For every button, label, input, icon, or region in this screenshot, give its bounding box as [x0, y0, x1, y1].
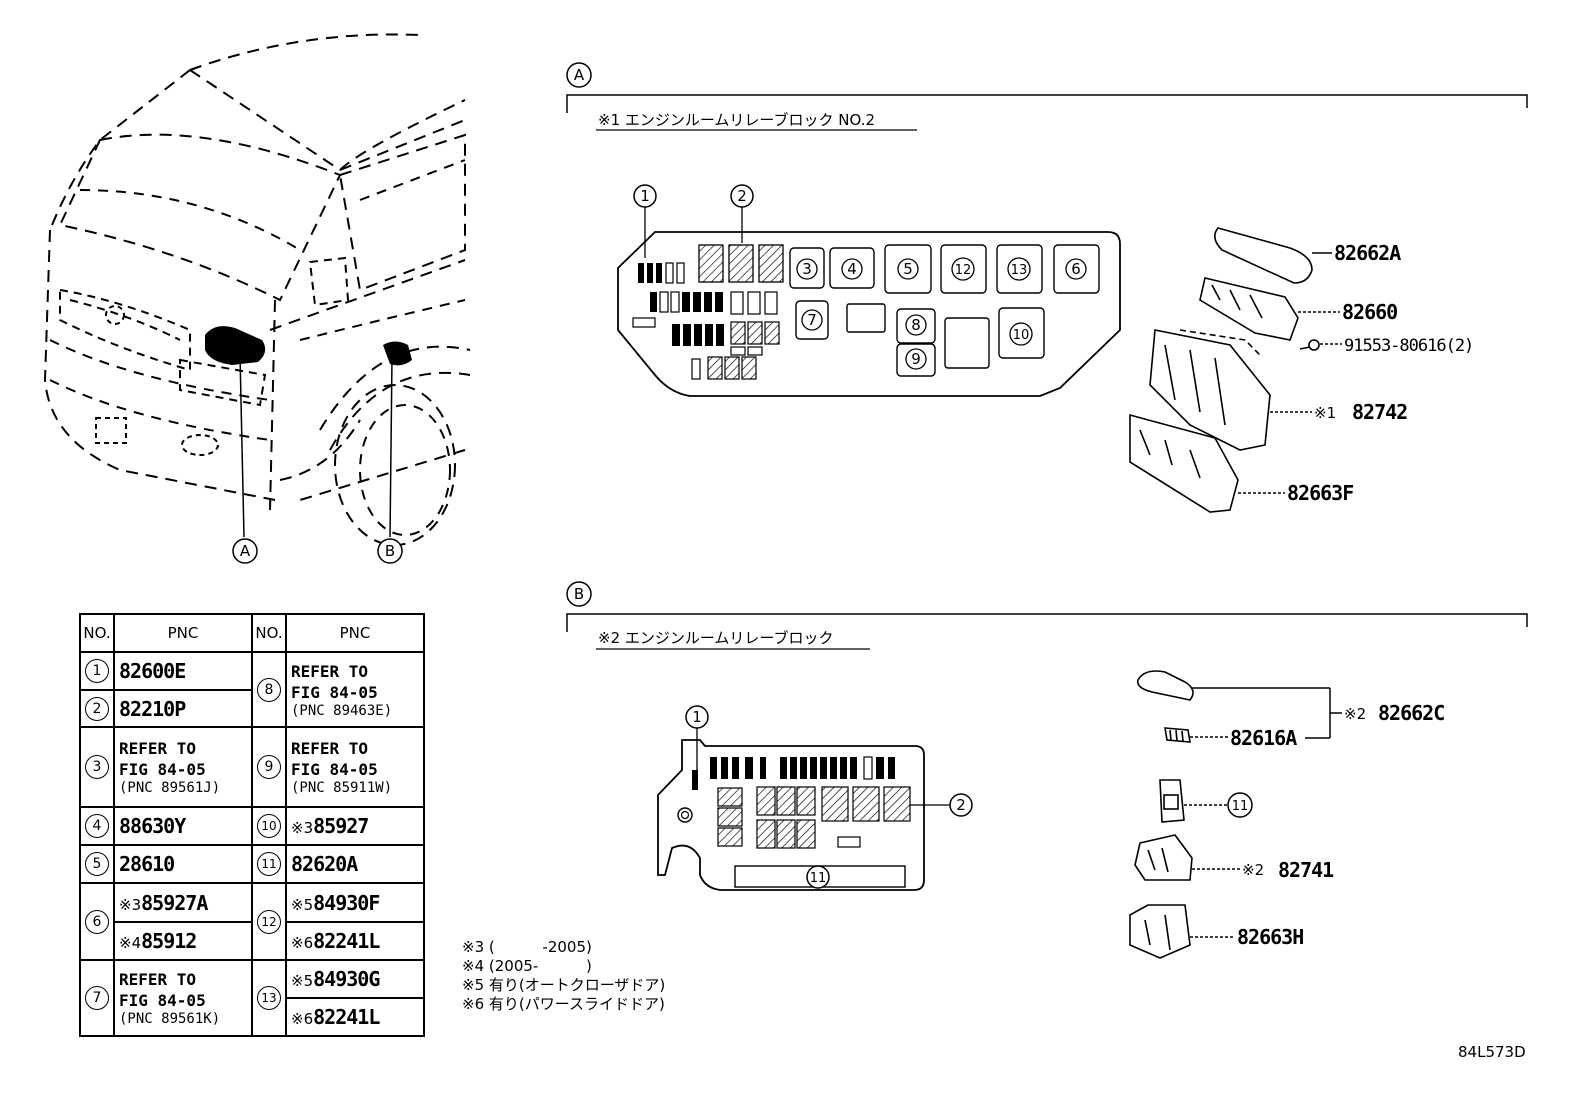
section-b-parts — [1129, 670, 1194, 959]
table-row: ※485912 ※682241L — [80, 921, 425, 961]
relay-11 — [1159, 779, 1185, 823]
holder-82741 — [1134, 834, 1193, 881]
svg-text:1: 1 — [640, 187, 650, 205]
figure-code: 84L573D — [1458, 1043, 1526, 1061]
svg-text:B: B — [385, 542, 395, 560]
part-82662c-label: 82662C — [1378, 701, 1444, 725]
table-row: 5 28610 11 82620A — [79, 844, 425, 884]
svg-text:2: 2 — [956, 796, 966, 814]
vehicle-illustration — [43, 33, 471, 546]
slot-10: 10 — [998, 307, 1045, 359]
relay-block-a: 1 2 — [617, 184, 1121, 397]
svg-text:B: B — [574, 585, 584, 603]
footnote-6: ※6 有り(パワースライドドア) — [462, 995, 665, 1013]
part-91553-label: 91553-80616(2) — [1344, 336, 1473, 356]
footnote-3: ※3 ( -2005) — [462, 938, 592, 956]
slot-3: 3 — [789, 247, 825, 289]
cover-82662a — [1214, 227, 1313, 284]
part-82616a-label: 82616A — [1230, 726, 1297, 750]
part-82742-label: 82742 — [1352, 400, 1407, 424]
slot-6: 6 — [1053, 244, 1100, 294]
slot-5: 5 — [884, 244, 932, 294]
table-row: 4 88630Y 10 ※385927 — [79, 806, 425, 846]
svg-text:A: A — [574, 66, 585, 84]
footnote-5: ※5 有り(オートクローザドア) — [462, 976, 666, 994]
section-b-title: ※2 エンジンルームリレーブロック — [598, 629, 834, 647]
part-82741-label: 82741 — [1278, 858, 1334, 882]
slot-9: 9 — [896, 343, 936, 377]
case-82663f — [1129, 413, 1239, 513]
svg-text:1: 1 — [692, 708, 702, 726]
block-82660 — [1199, 277, 1299, 341]
svg-text:11: 11 — [810, 871, 827, 886]
svg-text:2: 2 — [737, 187, 747, 205]
slot-8: 8 — [896, 308, 936, 344]
slot-7: 7 — [795, 300, 829, 340]
svg-text:※2: ※2 — [1344, 705, 1366, 723]
table-row: 6 ※385927A 12 ※584930F — [79, 882, 425, 961]
slot-13: 13 — [996, 244, 1043, 294]
section-a-parts — [1129, 227, 1320, 513]
svg-text:A: A — [240, 542, 251, 560]
section-a-labels: 82662A 82660 91553-80616(2) ※1 82742 826… — [1238, 241, 1474, 505]
svg-text:8: 8 — [911, 316, 921, 334]
section-a-title: ※1 エンジンルームリレーブロック NO.2 — [598, 111, 875, 129]
part-82660-label: 82660 — [1342, 300, 1397, 324]
part-82662a-label: 82662A — [1334, 241, 1401, 265]
svg-text:※1: ※1 — [1314, 404, 1336, 422]
vehicle-callout-b: B — [377, 538, 403, 564]
svg-text:4: 4 — [847, 260, 857, 278]
part-11-callout: 11 — [1232, 799, 1249, 814]
cover-82662c — [1136, 670, 1194, 701]
svg-text:10: 10 — [1013, 328, 1030, 343]
footnote-4: ※4 (2005- ) — [462, 957, 592, 975]
table-header-row: NO. PNC NO. PNC — [79, 613, 425, 653]
case-82663h — [1129, 904, 1191, 959]
svg-text:6: 6 — [1071, 260, 1081, 278]
part-82663h-label: 82663H — [1237, 925, 1303, 949]
section-b-labels: ※2 82662C 82616A 11 ※2 82741 82663H — [1184, 687, 1445, 949]
relay-block-b-location — [383, 341, 412, 366]
vehicle-callout-a: A — [232, 538, 258, 564]
part-82663f-label: 82663F — [1287, 481, 1353, 505]
svg-text:※2: ※2 — [1242, 861, 1264, 879]
section-b-header: B ※2 エンジンルームリレーブロック — [566, 581, 1528, 650]
table-row: ※682241L — [80, 997, 425, 1037]
table-row: 2 82210P — [79, 689, 424, 728]
svg-text:7: 7 — [807, 311, 817, 329]
relay-block-b: 1 2 — [657, 705, 973, 891]
svg-text:12: 12 — [955, 263, 972, 278]
section-a-header: A ※1 エンジンルームリレーブロック NO.2 — [566, 62, 1528, 131]
svg-text:5: 5 — [903, 260, 913, 278]
relay-block-a-location — [205, 326, 266, 365]
slot-12: 12 — [940, 244, 987, 294]
bolt-91553 — [1308, 339, 1320, 351]
holder-82742 — [1149, 329, 1271, 451]
svg-text:9: 9 — [911, 350, 921, 368]
slot-4: 4 — [829, 247, 875, 289]
footnotes: ※3 ( -2005) ※4 (2005- ) ※5 有り(オートクローザドア)… — [462, 938, 665, 1014]
svg-text:13: 13 — [1011, 263, 1028, 278]
svg-text:3: 3 — [802, 260, 812, 278]
